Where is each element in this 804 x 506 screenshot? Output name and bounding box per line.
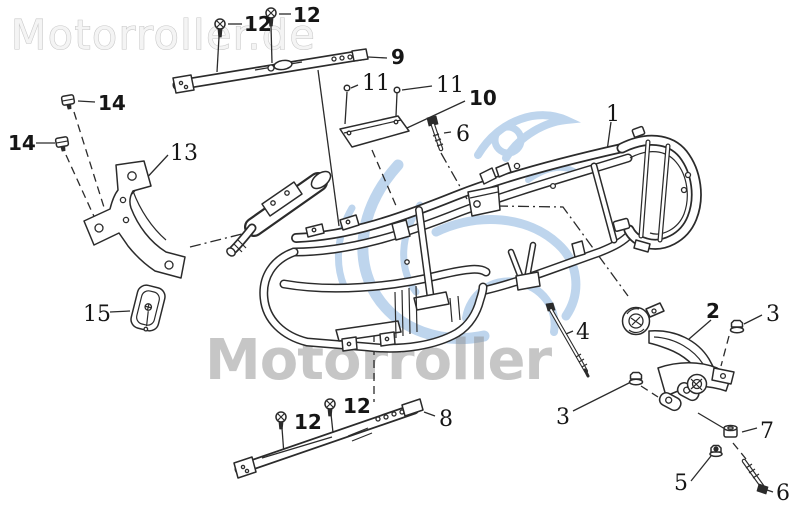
bolt-12-top-left: [214, 18, 226, 38]
bolt-6-bottom: [741, 458, 769, 495]
bolt-12-top-right: [265, 7, 277, 27]
callout-1: 1: [606, 102, 620, 127]
screw-11-right: [393, 86, 401, 94]
part-15-pad: [130, 284, 166, 332]
callout-12-bottom-left: 12: [294, 410, 322, 434]
callout-15: 15: [83, 302, 111, 327]
callout-6-top: 6: [456, 122, 470, 147]
part-10-plate: [339, 115, 410, 148]
nut-3-left: [628, 371, 644, 386]
screw-11-left: [343, 84, 351, 92]
callout-12-bottom-mid: 12: [343, 394, 371, 418]
part-1-frame: [226, 125, 702, 353]
part-9-rail: [172, 48, 369, 94]
callout-10: 10: [469, 86, 497, 110]
watermark-top-left: Motorroller.de: [11, 11, 316, 59]
callout-11-left: 11: [362, 71, 390, 96]
callout-3-left: 3: [556, 405, 570, 430]
bolt-12-bottom-left: [275, 411, 287, 430]
callout-2: 2: [706, 299, 720, 323]
bolt-12-bottom-mid: [324, 398, 336, 417]
callout-14-left: 14: [8, 131, 36, 155]
part-2-engine-mount: [621, 302, 735, 412]
nut-7: [723, 424, 738, 438]
part-8-rail: [233, 398, 424, 479]
leader-lines: [36, 13, 774, 493]
bolt-14-upper: [60, 94, 76, 110]
callout-12-top-left: 12: [244, 12, 272, 36]
callout-11-right: 11: [436, 73, 464, 98]
bolt-6-top: [426, 115, 444, 152]
callout-14-upper: 14: [98, 91, 126, 115]
bolt-14-left: [54, 136, 70, 152]
callout-5: 5: [674, 471, 688, 496]
callout-8: 8: [439, 407, 453, 432]
part-4-rod: [545, 302, 590, 378]
callout-4: 4: [576, 320, 590, 345]
callout-9: 9: [391, 45, 405, 69]
nut-3-right: [729, 319, 745, 334]
callout-7: 7: [760, 419, 774, 444]
callout-12-top-right: 12: [293, 3, 321, 27]
watermark-center: Motorroller: [205, 328, 553, 393]
nut-5: [709, 444, 723, 458]
callout-3-right: 3: [766, 302, 780, 327]
callout-6-bottom: 6: [776, 481, 790, 506]
part-13-bracket: [83, 160, 186, 279]
callout-13: 13: [170, 141, 198, 166]
